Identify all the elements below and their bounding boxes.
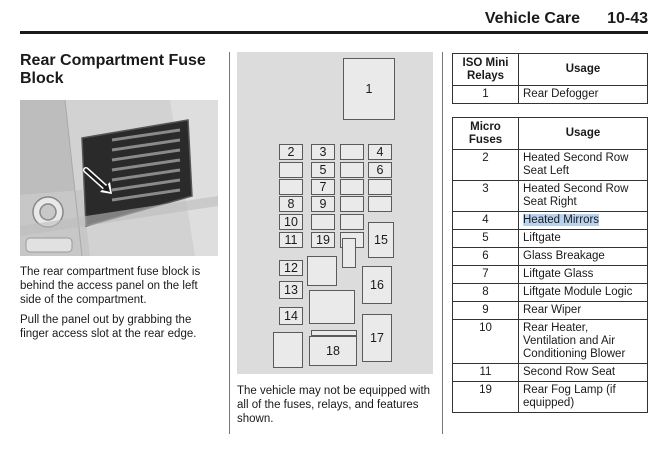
table-row: 1 Rear Defogger xyxy=(452,85,648,104)
relay-header-number: ISO Mini Relays xyxy=(452,53,519,86)
fuse-slot xyxy=(279,179,303,195)
fuse-6: 6 xyxy=(368,162,392,178)
fuse-19: 19 xyxy=(311,232,335,248)
fuse-12: 12 xyxy=(279,260,303,276)
fuse-slot xyxy=(340,179,364,195)
fuse-block-diagram: 1 2 3 4 5 6 7 8 9 10 11 19 15 12 16 13 1… xyxy=(237,52,433,374)
column-divider xyxy=(229,52,230,434)
fuse-slot xyxy=(340,162,364,178)
fuse-16: 16 xyxy=(362,266,392,304)
header-rule xyxy=(20,31,648,34)
relay-slot xyxy=(273,332,303,368)
header-title: Vehicle Care xyxy=(484,10,580,27)
page-number: 10-43 xyxy=(607,10,648,27)
relay-header-usage: Usage xyxy=(518,53,648,86)
description-paragraph: The rear compartment fuse block is behin… xyxy=(20,266,201,306)
relay-slot xyxy=(309,290,355,324)
fuse-slot xyxy=(340,144,364,160)
fuse-slot xyxy=(340,196,364,212)
fuse-slot xyxy=(311,330,357,336)
relay-slot xyxy=(307,256,337,286)
fuse-header-number: Micro Fuses xyxy=(452,117,519,150)
left-column: Rear Compartment Fuse Block xyxy=(20,52,220,340)
fuse-9: 9 xyxy=(311,196,335,212)
equipment-note: The vehicle may not be equipped with all… xyxy=(237,385,431,425)
fuse-3: 3 xyxy=(311,144,335,160)
instruction-paragraph: Pull the panel out by grabbing the finge… xyxy=(20,314,197,340)
relay-table: ISO Mini Relays Usage 1 Rear Defogger xyxy=(452,53,648,104)
fuse-15: 15 xyxy=(368,222,394,258)
section-title: Rear Compartment Fuse Block xyxy=(20,52,206,87)
fuse-slot xyxy=(342,238,356,268)
fuse-header-usage: Usage xyxy=(518,117,648,150)
page-header: Vehicle Care 10-43 xyxy=(0,0,666,34)
fuse-slot xyxy=(368,196,392,212)
relay-1: 1 xyxy=(343,58,395,120)
fuse-4: 4 xyxy=(368,144,392,160)
fuse-slot xyxy=(311,214,335,230)
fuse-slot xyxy=(340,214,364,230)
fuse-8: 8 xyxy=(279,196,303,212)
fuse-7: 7 xyxy=(311,179,335,195)
selected-text[interactable]: Heated Mirrors xyxy=(523,214,600,226)
fuse-slot xyxy=(368,179,392,195)
fuse-10: 10 xyxy=(279,214,303,230)
fuse-11: 11 xyxy=(279,232,303,248)
fuse-5: 5 xyxy=(311,162,335,178)
fuse-17: 17 xyxy=(362,314,392,362)
fuse-slot xyxy=(279,162,303,178)
column-divider xyxy=(442,52,443,434)
fuse-18: 18 xyxy=(309,336,357,366)
fuse-2: 2 xyxy=(279,144,303,160)
fuse-13: 13 xyxy=(279,281,303,299)
fuse-14: 14 xyxy=(279,307,303,325)
fuse-panel-photo xyxy=(20,100,218,256)
